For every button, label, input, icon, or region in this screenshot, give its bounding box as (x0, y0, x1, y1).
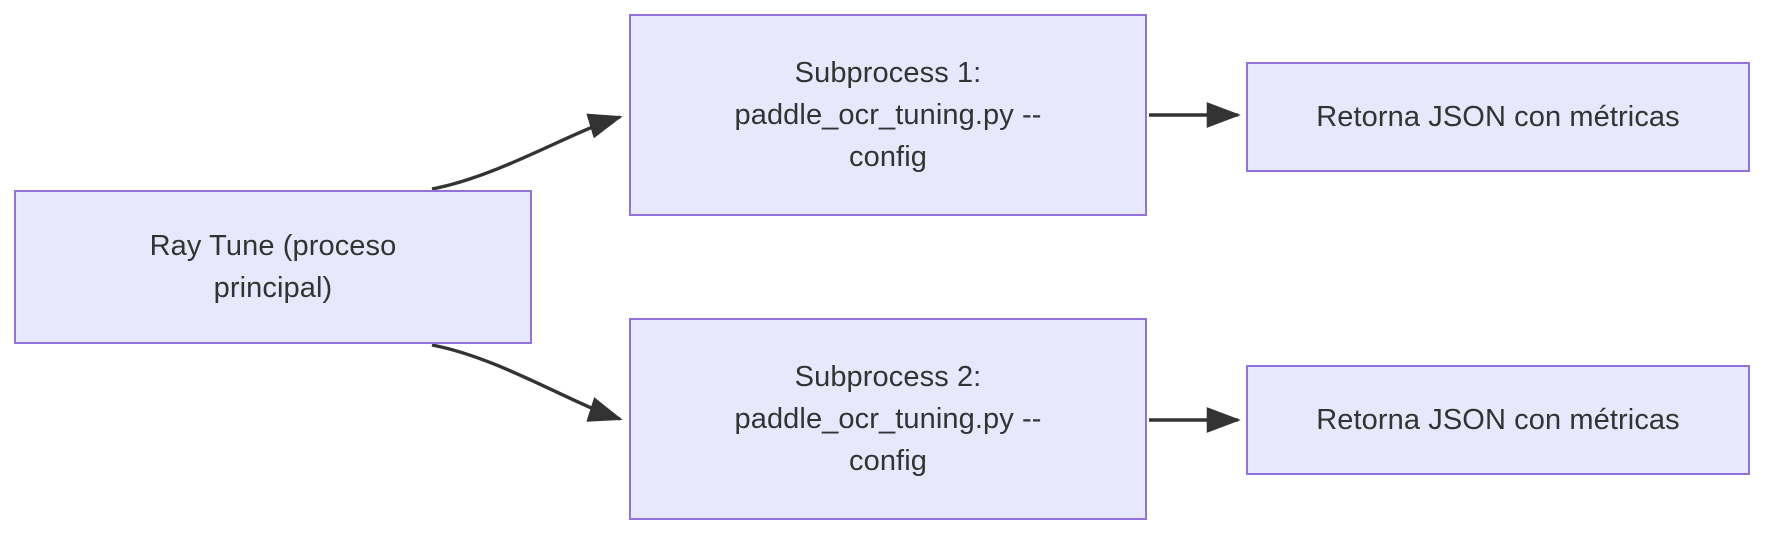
node-subprocess-2-label: Subprocess 2: paddle_ocr_tuning.py -- co… (734, 360, 1042, 478)
edge-ray-tune-to-subprocess-1 (431, 113, 623, 191)
node-ray-tune-label: Ray Tune (proceso principal) (149, 229, 397, 304)
node-subprocess-1[interactable]: Subprocess 1: paddle_ocr_tuning.py -- co… (629, 14, 1147, 216)
node-result-json-1[interactable]: Retorna JSON con métricas (1246, 62, 1750, 172)
node-result-json-2[interactable]: Retorna JSON con métricas (1246, 365, 1750, 475)
node-result-json-2-label: Retorna JSON con métricas (1316, 403, 1680, 436)
node-result-json-1-label: Retorna JSON con métricas (1316, 100, 1680, 133)
edge-ray-tune-to-subprocess-2 (431, 343, 623, 422)
node-subprocess-2[interactable]: Subprocess 2: paddle_ocr_tuning.py -- co… (629, 318, 1147, 520)
node-ray-tune[interactable]: Ray Tune (proceso principal) (14, 190, 532, 344)
node-subprocess-1-label: Subprocess 1: paddle_ocr_tuning.py -- co… (734, 56, 1042, 174)
